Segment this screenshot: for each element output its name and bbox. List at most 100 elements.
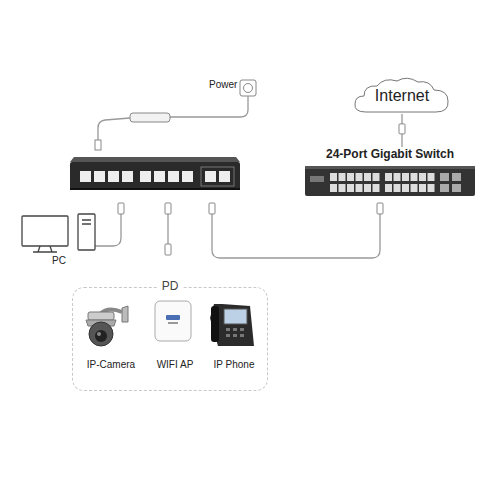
pc-icon bbox=[78, 214, 95, 250]
node-label: 24-Port Gigabit Switch bbox=[326, 147, 454, 161]
internet-cloud: Internet bbox=[352, 76, 452, 116]
ip-phone-icon bbox=[210, 304, 254, 346]
gigabit-switch bbox=[394, 173, 401, 181]
gigabit-switch bbox=[330, 184, 337, 192]
rj45-plugs bbox=[377, 203, 383, 214]
gigabit-switch bbox=[411, 184, 418, 192]
gigabit-switch bbox=[385, 184, 392, 192]
ip-phone-icon bbox=[233, 334, 237, 337]
ethernet-cables bbox=[95, 214, 380, 258]
ethernet-cable bbox=[399, 114, 405, 147]
wifi-ap-icon bbox=[155, 301, 191, 341]
node-label: WIFI AP bbox=[157, 359, 194, 370]
pc-icon bbox=[22, 216, 68, 246]
poe-switch bbox=[70, 157, 240, 162]
ip-phone-icon bbox=[226, 328, 230, 331]
ip-phone-icon bbox=[226, 334, 230, 337]
ethernet-cable bbox=[399, 124, 405, 134]
ip-camera-icon bbox=[122, 306, 128, 322]
gigabit-switch bbox=[364, 184, 371, 192]
ip-phone-icon bbox=[233, 328, 237, 331]
poe-switch bbox=[70, 157, 240, 190]
rj45-plugs bbox=[165, 244, 171, 255]
poe-switch bbox=[94, 171, 105, 182]
gigabit-switch bbox=[402, 184, 409, 192]
gigabit-switch bbox=[305, 166, 475, 169]
gigabit-switch bbox=[356, 184, 363, 192]
poe-switch bbox=[140, 171, 151, 182]
ethernet-cables bbox=[212, 214, 380, 258]
ip-phone-icon bbox=[211, 306, 219, 342]
power-cable bbox=[98, 96, 248, 148]
ip-camera-icon bbox=[88, 312, 114, 320]
poe-switch bbox=[122, 171, 133, 182]
rj45-plugs bbox=[118, 203, 383, 255]
ip-camera-icon bbox=[89, 322, 113, 346]
wifi-ap-icon bbox=[166, 315, 180, 320]
gigabit-switch bbox=[411, 173, 418, 181]
power-adapter bbox=[95, 113, 170, 150]
power-outlet bbox=[244, 84, 253, 93]
gigabit-switch bbox=[419, 184, 426, 192]
poe-switch bbox=[205, 171, 216, 182]
power-adapter bbox=[95, 140, 101, 150]
gigabit-switch bbox=[373, 173, 380, 181]
gigabit-switch bbox=[452, 173, 461, 181]
poe-switch bbox=[80, 171, 230, 182]
gigabit-switch bbox=[452, 184, 461, 192]
gigabit-switch bbox=[310, 176, 324, 182]
gigabit-switch-box: 24-Port Gigabit Switch bbox=[305, 147, 475, 197]
gigabit-switch bbox=[440, 184, 449, 192]
ip-phone-icon bbox=[240, 328, 244, 331]
gigabit-switch bbox=[305, 166, 475, 196]
poe-switch bbox=[70, 162, 240, 190]
gigabit-switch bbox=[330, 173, 337, 181]
gigabit-switch bbox=[347, 173, 354, 181]
group-heading: PD bbox=[158, 279, 183, 293]
pd-group: PDIP-CameraWIFI APIP Phone bbox=[72, 287, 268, 391]
poe-switch bbox=[168, 171, 179, 182]
poe-switch bbox=[201, 167, 234, 186]
power-adapter bbox=[130, 113, 170, 122]
ip-camera-node: IP-Camera bbox=[81, 300, 141, 370]
gigabit-switch bbox=[394, 184, 401, 192]
gigabit-switch bbox=[330, 173, 435, 192]
gigabit-switch bbox=[339, 184, 346, 192]
pc-icon bbox=[33, 246, 57, 252]
gigabit-switch bbox=[402, 173, 409, 181]
pc-icon bbox=[82, 220, 91, 224]
power-outlet bbox=[240, 80, 256, 96]
ip-phone-icon bbox=[210, 304, 254, 346]
node-label: IP Phone bbox=[214, 359, 255, 370]
rj45-plugs bbox=[118, 203, 124, 214]
wifi-ap-icon bbox=[168, 322, 178, 324]
gigabit-switch bbox=[339, 173, 346, 181]
ip-phone-icon bbox=[224, 309, 247, 324]
ip-phone-icon bbox=[226, 328, 244, 337]
poe-switch bbox=[182, 171, 193, 182]
gigabit-switch bbox=[305, 166, 475, 196]
power-cable bbox=[98, 118, 130, 148]
gigabit-switch bbox=[440, 173, 449, 181]
pc-node: PC bbox=[20, 212, 98, 266]
power-cable bbox=[170, 96, 248, 117]
gigabit-switch bbox=[385, 173, 392, 181]
rj45-plugs bbox=[209, 203, 215, 214]
cloud-shape bbox=[355, 78, 448, 112]
power-label: Power bbox=[209, 79, 237, 90]
node-label: Internet bbox=[375, 87, 429, 105]
wifi-ap-node: WIFI AP bbox=[149, 300, 201, 370]
ip-phone-icon bbox=[240, 334, 244, 337]
poe-switch bbox=[80, 171, 91, 182]
gigabit-switch bbox=[356, 173, 363, 181]
poe-switch bbox=[70, 188, 240, 190]
wifi-ap-icon bbox=[155, 301, 191, 341]
gigabit-switch bbox=[428, 184, 435, 192]
ip-phone-node: IP Phone bbox=[205, 300, 263, 370]
ip-camera-icon bbox=[95, 330, 107, 342]
poe-switch bbox=[108, 171, 119, 182]
gigabit-switch bbox=[373, 184, 380, 192]
ip-camera-icon bbox=[97, 332, 101, 336]
